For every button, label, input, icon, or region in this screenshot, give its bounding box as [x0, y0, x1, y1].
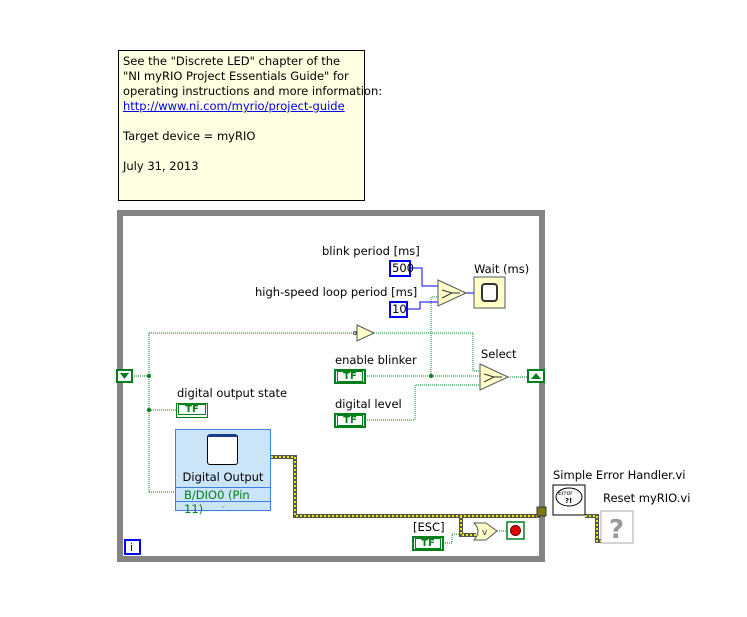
note-target: Target device = myRIO: [123, 129, 256, 143]
project-guide-link[interactable]: http://www.ni.com/myrio/project-guide: [123, 99, 345, 113]
simple-error-handler-node[interactable]: Error?!: [552, 484, 586, 516]
select-node-wait[interactable]: [437, 279, 468, 307]
digital-output-pin[interactable]: B/DIO0 (Pin 11): [176, 487, 270, 516]
shift-register-left[interactable]: [116, 369, 133, 383]
expand-chevron-icon[interactable]: ⌄: [219, 501, 227, 510]
reset-myrio-node[interactable]: ?: [600, 510, 634, 545]
or-gate[interactable]: v: [472, 522, 498, 541]
error-tunnel[interactable]: [536, 506, 547, 517]
svg-text:Error: Error: [558, 490, 573, 497]
boolean-wires: [132, 296, 528, 544]
shift-register-right[interactable]: [527, 369, 545, 383]
wait-ms-node[interactable]: [473, 276, 506, 309]
blink-period-constant[interactable]: 500: [389, 260, 414, 277]
esc-control[interactable]: TF: [412, 536, 444, 551]
numeric-wires: [407, 267, 474, 310]
error-wires: [271, 455, 601, 543]
enable-blinker-label: enable blinker: [335, 353, 417, 367]
digital-output-state-indicator[interactable]: TF: [176, 403, 208, 418]
while-loop-frame[interactable]: [117, 210, 545, 562]
comment-note[interactable]: See the "Discrete LED" chapter of the "N…: [118, 50, 383, 201]
select-node[interactable]: [479, 363, 510, 391]
watch-icon: [481, 283, 498, 302]
note-line: See the "Discrete LED" chapter of the: [123, 54, 341, 68]
esc-label: [ESC]: [413, 520, 445, 534]
blink-period-label: blink period [ms]: [322, 244, 420, 258]
note-line: operating instructions and more informat…: [123, 84, 383, 98]
reset-label: Reset myRIO.vi: [603, 491, 691, 505]
digital-level-label: digital level: [335, 397, 402, 411]
digital-output-title: Digital Output: [182, 470, 264, 484]
svg-text:v: v: [482, 528, 488, 538]
svg-text:i: i: [130, 541, 133, 554]
wait-label: Wait (ms): [474, 262, 530, 276]
digital-level-control[interactable]: TF: [334, 413, 366, 428]
note-line: "NI myRIO Project Essentials Guide" for: [123, 69, 349, 83]
digital-output-icon: [207, 434, 238, 465]
svg-text:?!: ?!: [565, 497, 572, 505]
loop-period-label: high-speed loop period [ms]: [255, 285, 418, 299]
not-gate[interactable]: [353, 324, 376, 342]
question-icon: ?: [609, 515, 624, 545]
stop-condition-terminal[interactable]: [506, 521, 525, 540]
loop-period-constant[interactable]: 10: [389, 301, 408, 318]
digital-output-state-label: digital output state: [177, 386, 288, 400]
digital-output-express-vi[interactable]: Digital Output B/DIO0 (Pin 11) ⌄: [175, 429, 271, 516]
error-handler-label: Simple Error Handler.vi: [553, 468, 686, 482]
enable-blinker-control[interactable]: TF: [334, 369, 366, 384]
select-label: Select: [481, 347, 517, 361]
iteration-terminal[interactable]: i: [124, 539, 141, 555]
note-date: July 31, 2013: [123, 159, 199, 173]
